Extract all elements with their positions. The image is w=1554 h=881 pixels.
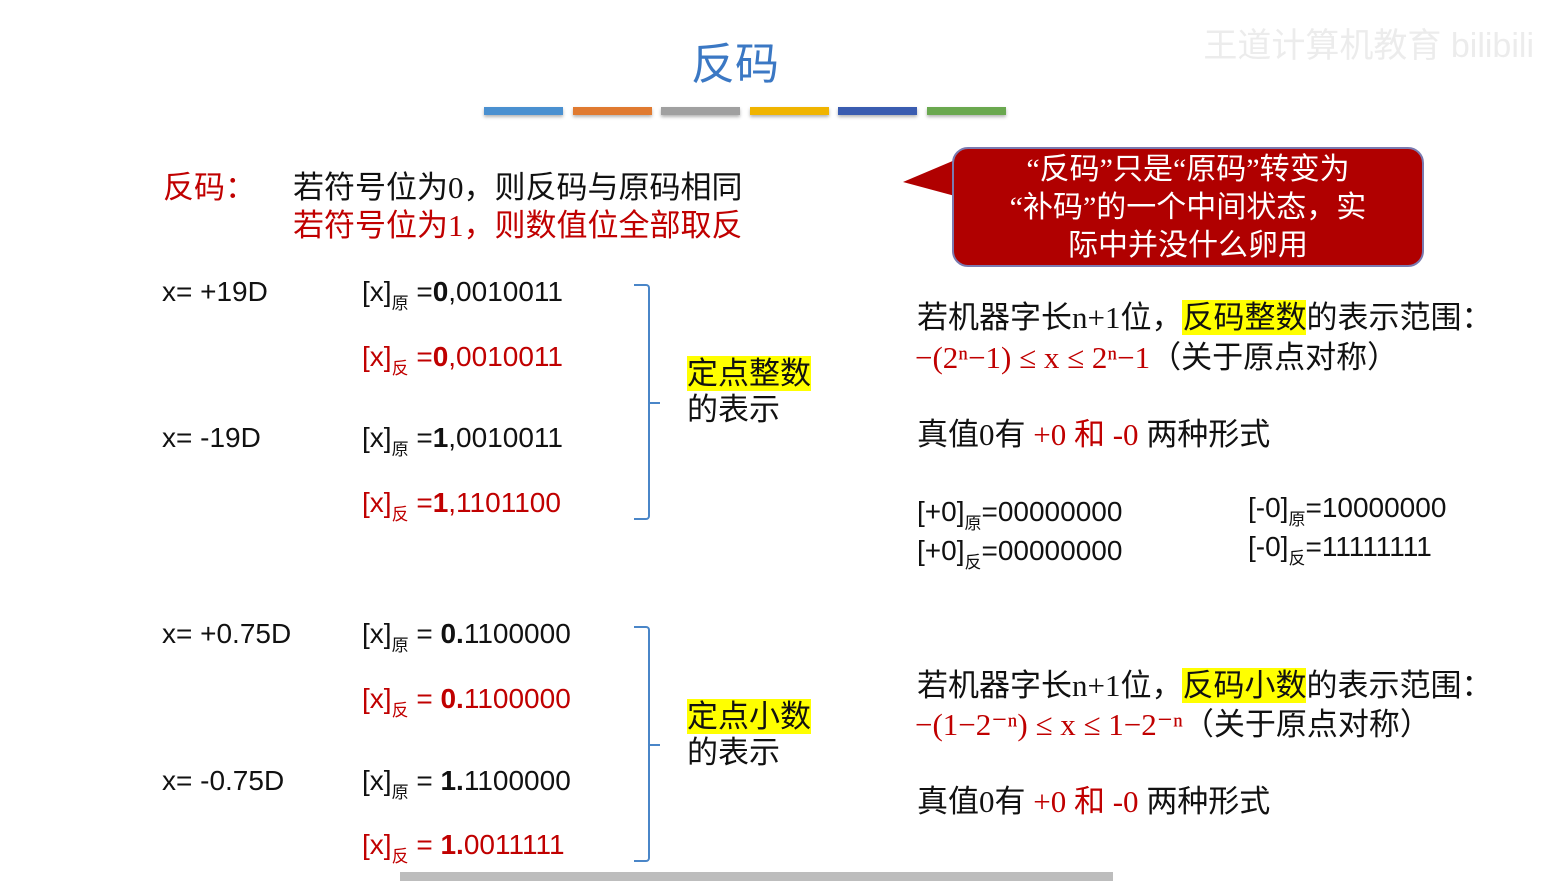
frac-bracket <box>634 626 660 862</box>
zero-encoding: [-0]反=11111111 <box>1248 531 1432 568</box>
highlight: 定点小数 <box>687 699 811 734</box>
page-title: 反码 <box>691 40 779 89</box>
callout-box: “反码”只是“原码”转变为 “补码”的一个中间状态，实 际中并没什么卵用 <box>952 147 1424 267</box>
encoding-value: [x]原 =0,0010011 <box>362 276 563 313</box>
value-label: x= -19D <box>162 422 261 453</box>
definition-label: 反码： <box>163 170 256 205</box>
zero-encoding: [+0]原=00000000 <box>917 496 1123 533</box>
int-bracket <box>634 284 660 520</box>
value-label: x= +19D <box>162 276 268 307</box>
zero-encoding: [+0]反=00000000 <box>917 535 1123 572</box>
callout-pointer <box>903 160 955 196</box>
int-range-title: 若机器字长n+1位，反码整数的表示范围： <box>917 300 1493 335</box>
frac-range-formula: −(1−2⁻ⁿ) ≤ x ≤ 1−2⁻ⁿ（关于原点对称） <box>915 707 1431 742</box>
group-rest: 的表示 <box>687 735 780 770</box>
zero-encoding: [-0]原=10000000 <box>1248 492 1447 529</box>
int-range-formula: −(2ⁿ−1) ≤ x ≤ 2ⁿ−1（关于原点对称） <box>915 340 1399 375</box>
color-bar <box>838 107 917 115</box>
callout-line: “反码”只是“原码”转变为 <box>1026 153 1350 186</box>
encoding-value: [x]反 =0,0010011 <box>362 341 563 378</box>
scrollbar[interactable] <box>400 872 1113 881</box>
encoding-value: [x]原 = 0.1100000 <box>362 618 571 655</box>
frac-group-label: 定点小数 的表示 <box>687 699 811 771</box>
frac-range-title: 若机器字长n+1位，反码小数的表示范围： <box>917 668 1493 703</box>
color-bar <box>484 107 563 115</box>
color-bar <box>926 107 1006 115</box>
int-zero-note: 真值0有 +0 和 -0 两种形式 <box>917 417 1271 452</box>
watermark: 王道计算机教育 bilibili <box>1203 27 1534 65</box>
encoding-value: [x]原 =1,0010011 <box>362 422 563 459</box>
definition-line2: 若符号位为1，则数值位全部取反 <box>293 208 743 243</box>
callout-line: “补码”的一个中间状态，实 <box>1009 191 1367 224</box>
encoding-value: [x]反 = 0.1100000 <box>362 683 571 720</box>
highlight: 定点整数 <box>687 356 811 391</box>
color-bar <box>749 107 829 115</box>
encoding-value: [x]原 = 1.1100000 <box>362 765 571 802</box>
color-bar <box>572 107 652 115</box>
color-bar <box>661 107 740 115</box>
encoding-value: [x]反 = 1.0011111 <box>362 829 565 866</box>
value-label: x= -0.75D <box>162 765 285 796</box>
value-label: x= +0.75D <box>162 618 292 649</box>
callout-line: 际中并没什么卵用 <box>1068 229 1308 262</box>
int-group-label: 定点整数 的表示 <box>687 356 811 428</box>
definition-line1: 若符号位为0，则反码与原码相同 <box>293 170 743 205</box>
group-rest: 的表示 <box>687 392 780 427</box>
frac-zero-note: 真值0有 +0 和 -0 两种形式 <box>917 784 1271 819</box>
encoding-value: [x]反 =1,1101100 <box>362 487 561 524</box>
